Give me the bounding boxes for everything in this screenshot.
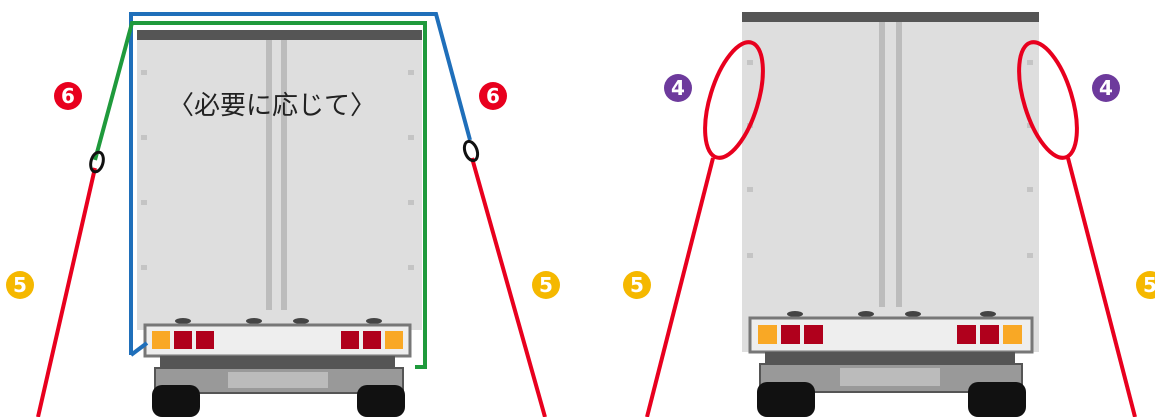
right-tail-red [957,325,976,344]
right-tail-red [804,325,823,344]
right-tail-amber [1003,325,1022,344]
marker-4-left: 4 [664,74,692,102]
note-label: 〈必要に応じて〉 [168,91,376,121]
left-truck-body [137,30,422,330]
marker-5-right: 5 [1136,271,1155,299]
svg-text:5: 5 [13,273,27,297]
right-truck [742,12,1039,417]
highlight-ring-right [1017,40,1079,160]
left-tires [152,385,405,417]
right-left-red-rope [645,157,715,417]
rope-ring-right [462,139,480,163]
highlight-ring-left [703,40,765,160]
left-tail-amber [152,331,170,349]
left-tail-red [196,331,214,349]
left-blue-hook [129,341,149,357]
marker-5-left: 5 [623,271,651,299]
right-lower-bumper-plate [840,368,940,386]
svg-text:4: 4 [1099,76,1113,100]
right-tail-red [980,325,999,344]
right-tires [757,382,1026,417]
left-door-seam [266,40,272,310]
left-tail-red [174,331,192,349]
left-underframe [160,356,395,370]
left-truck [137,30,422,417]
left-tail-red [363,331,381,349]
svg-text:5: 5 [630,273,644,297]
left-lower-bumper-plate [228,372,328,388]
left-truck-bolts [175,318,382,324]
left-green-rope [93,21,427,369]
svg-text:6: 6 [61,84,75,108]
left-tail-amber [385,331,403,349]
left-truck-hinges [141,70,414,270]
left-red-rope [36,167,97,417]
marker-5-right: 5 [532,271,560,299]
marker-5-left: 5 [6,271,34,299]
right-right-red-rope [1066,157,1137,417]
svg-text:5: 5 [1143,273,1155,297]
right-tail-amber [758,325,777,344]
left-blue-rope [129,12,472,355]
right-door-seam [896,22,902,307]
right-truck-roof [742,12,1039,22]
right-truck-bolts [787,311,996,317]
right-truck-body [742,12,1039,352]
right-underframe [765,352,1015,366]
rope-ring-left [89,150,105,174]
left-door-seam [281,40,287,310]
left-tail-red [341,331,359,349]
left-truck-roof [137,30,422,40]
right-door-seam [879,22,885,307]
svg-text:6: 6 [486,84,500,108]
right-red-rope [470,157,547,417]
marker-4-right: 4 [1092,74,1120,102]
svg-text:5: 5 [539,273,553,297]
marker-6-right: 6 [479,82,507,110]
right-tail-red [781,325,800,344]
marker-6-left: 6 [54,82,82,110]
svg-text:4: 4 [671,76,685,100]
